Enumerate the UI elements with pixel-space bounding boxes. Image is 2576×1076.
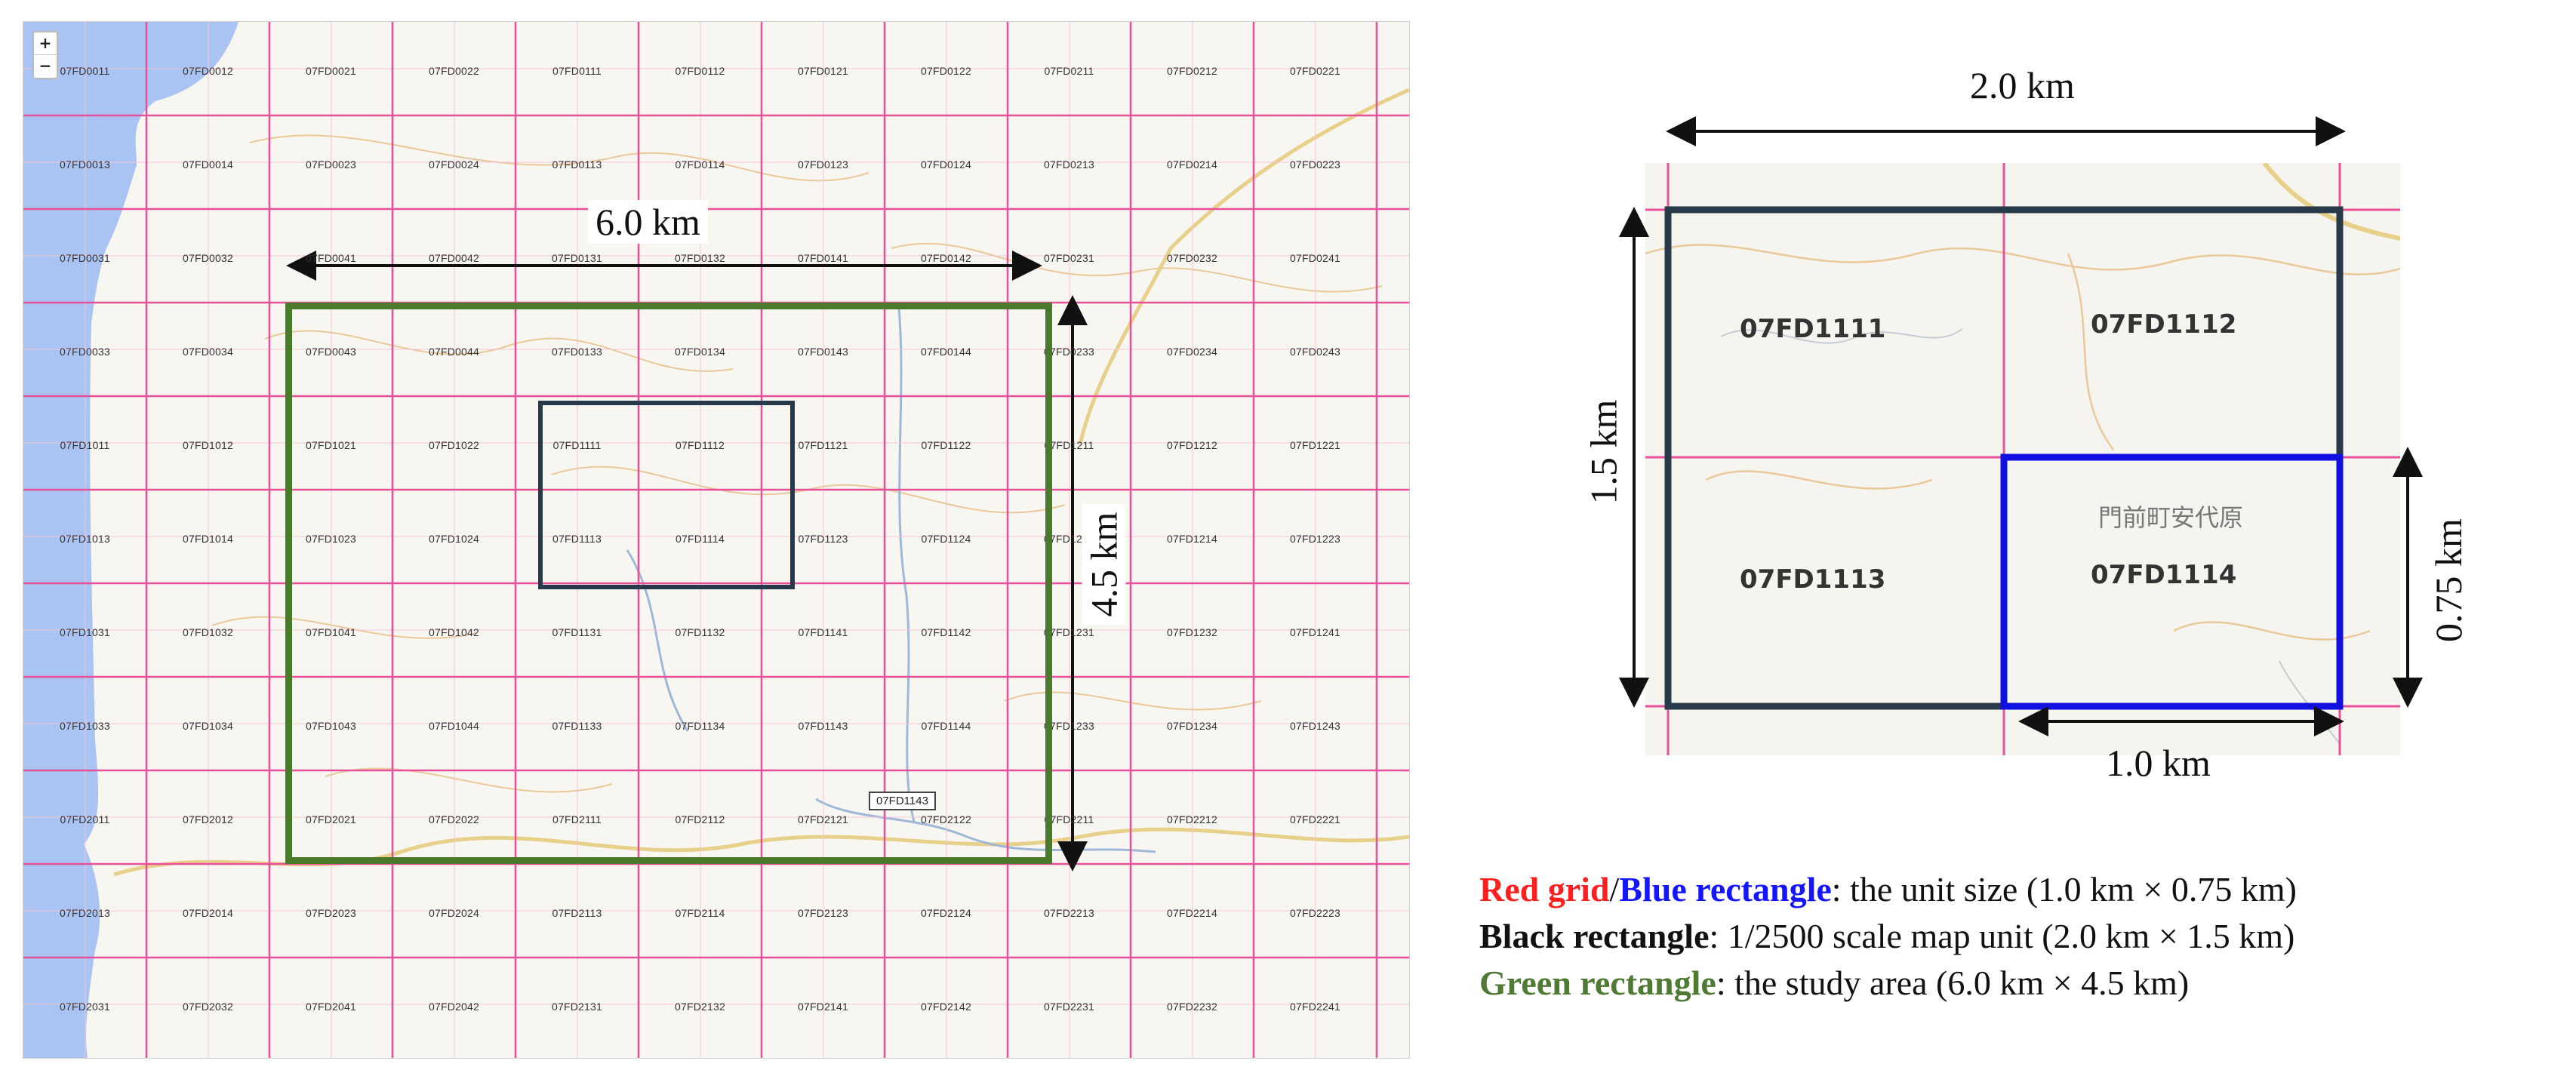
water-area <box>23 22 239 1058</box>
detail-cell-07FD1111: 07FD1111 <box>1740 314 1886 344</box>
red-grid <box>23 22 1409 1058</box>
detail-cell-07FD1113: 07FD1113 <box>1740 564 1886 595</box>
width-dimension-label: 6.0 km <box>588 200 708 244</box>
detail-unit-width-label: 1.0 km <box>2106 742 2211 784</box>
legend-red-term: Red grid <box>1479 870 1610 908</box>
detail-cell-07FD1114: 07FD1114 <box>2091 560 2237 590</box>
cell-tooltip: 07FD1143 <box>869 792 936 810</box>
detail-map: 07FD1111 07FD1112 07FD1113 07FD1114 門前町安… <box>1645 163 2400 755</box>
legend-black-desc: : 1/2500 scale map unit (2.0 km × 1.5 km… <box>1709 917 2295 955</box>
legend-blue-term: Blue rectangle <box>1619 870 1832 908</box>
legend-black-term: Black rectangle <box>1479 917 1710 955</box>
study-area-green-rectangle <box>285 303 1052 864</box>
detail-height-label: 1.5 km <box>1582 399 1625 505</box>
height-dimension-label: 4.5 km <box>1082 504 1126 625</box>
map-base-layer <box>23 22 1409 1058</box>
map-unit-black-rectangle <box>538 401 795 589</box>
detail-unit-height-label: 0.75 km <box>2427 518 2470 642</box>
legend-line-green: Green rectangle: the study area (6.0 km … <box>1479 960 2566 1007</box>
detail-width-label: 2.0 km <box>1970 64 2075 106</box>
detail-cell-07FD1112: 07FD1112 <box>2091 309 2237 340</box>
legend-green-desc: : the study area (6.0 km × 4.5 km) <box>1716 964 2190 1002</box>
place-name-label: 門前町安代原 <box>2098 503 2244 532</box>
zoom-in-button[interactable]: + <box>34 32 57 55</box>
legend-slash: / <box>1609 870 1620 908</box>
legend-line-black: Black rectangle: 1/2500 scale map unit (… <box>1479 913 2566 960</box>
legend-line-red-blue: Red grid/Blue rectangle: the unit size (… <box>1479 866 2566 913</box>
legend: Red grid/Blue rectangle: the unit size (… <box>1479 866 2566 1007</box>
contour-lines <box>211 134 1383 793</box>
zoom-out-button[interactable]: − <box>38 57 52 75</box>
legend-green-term: Green rectangle <box>1479 964 1716 1002</box>
legend-red-blue-desc: : the unit size (1.0 km × 0.75 km) <box>1831 870 2297 908</box>
zoom-control[interactable]: + − <box>32 31 58 79</box>
